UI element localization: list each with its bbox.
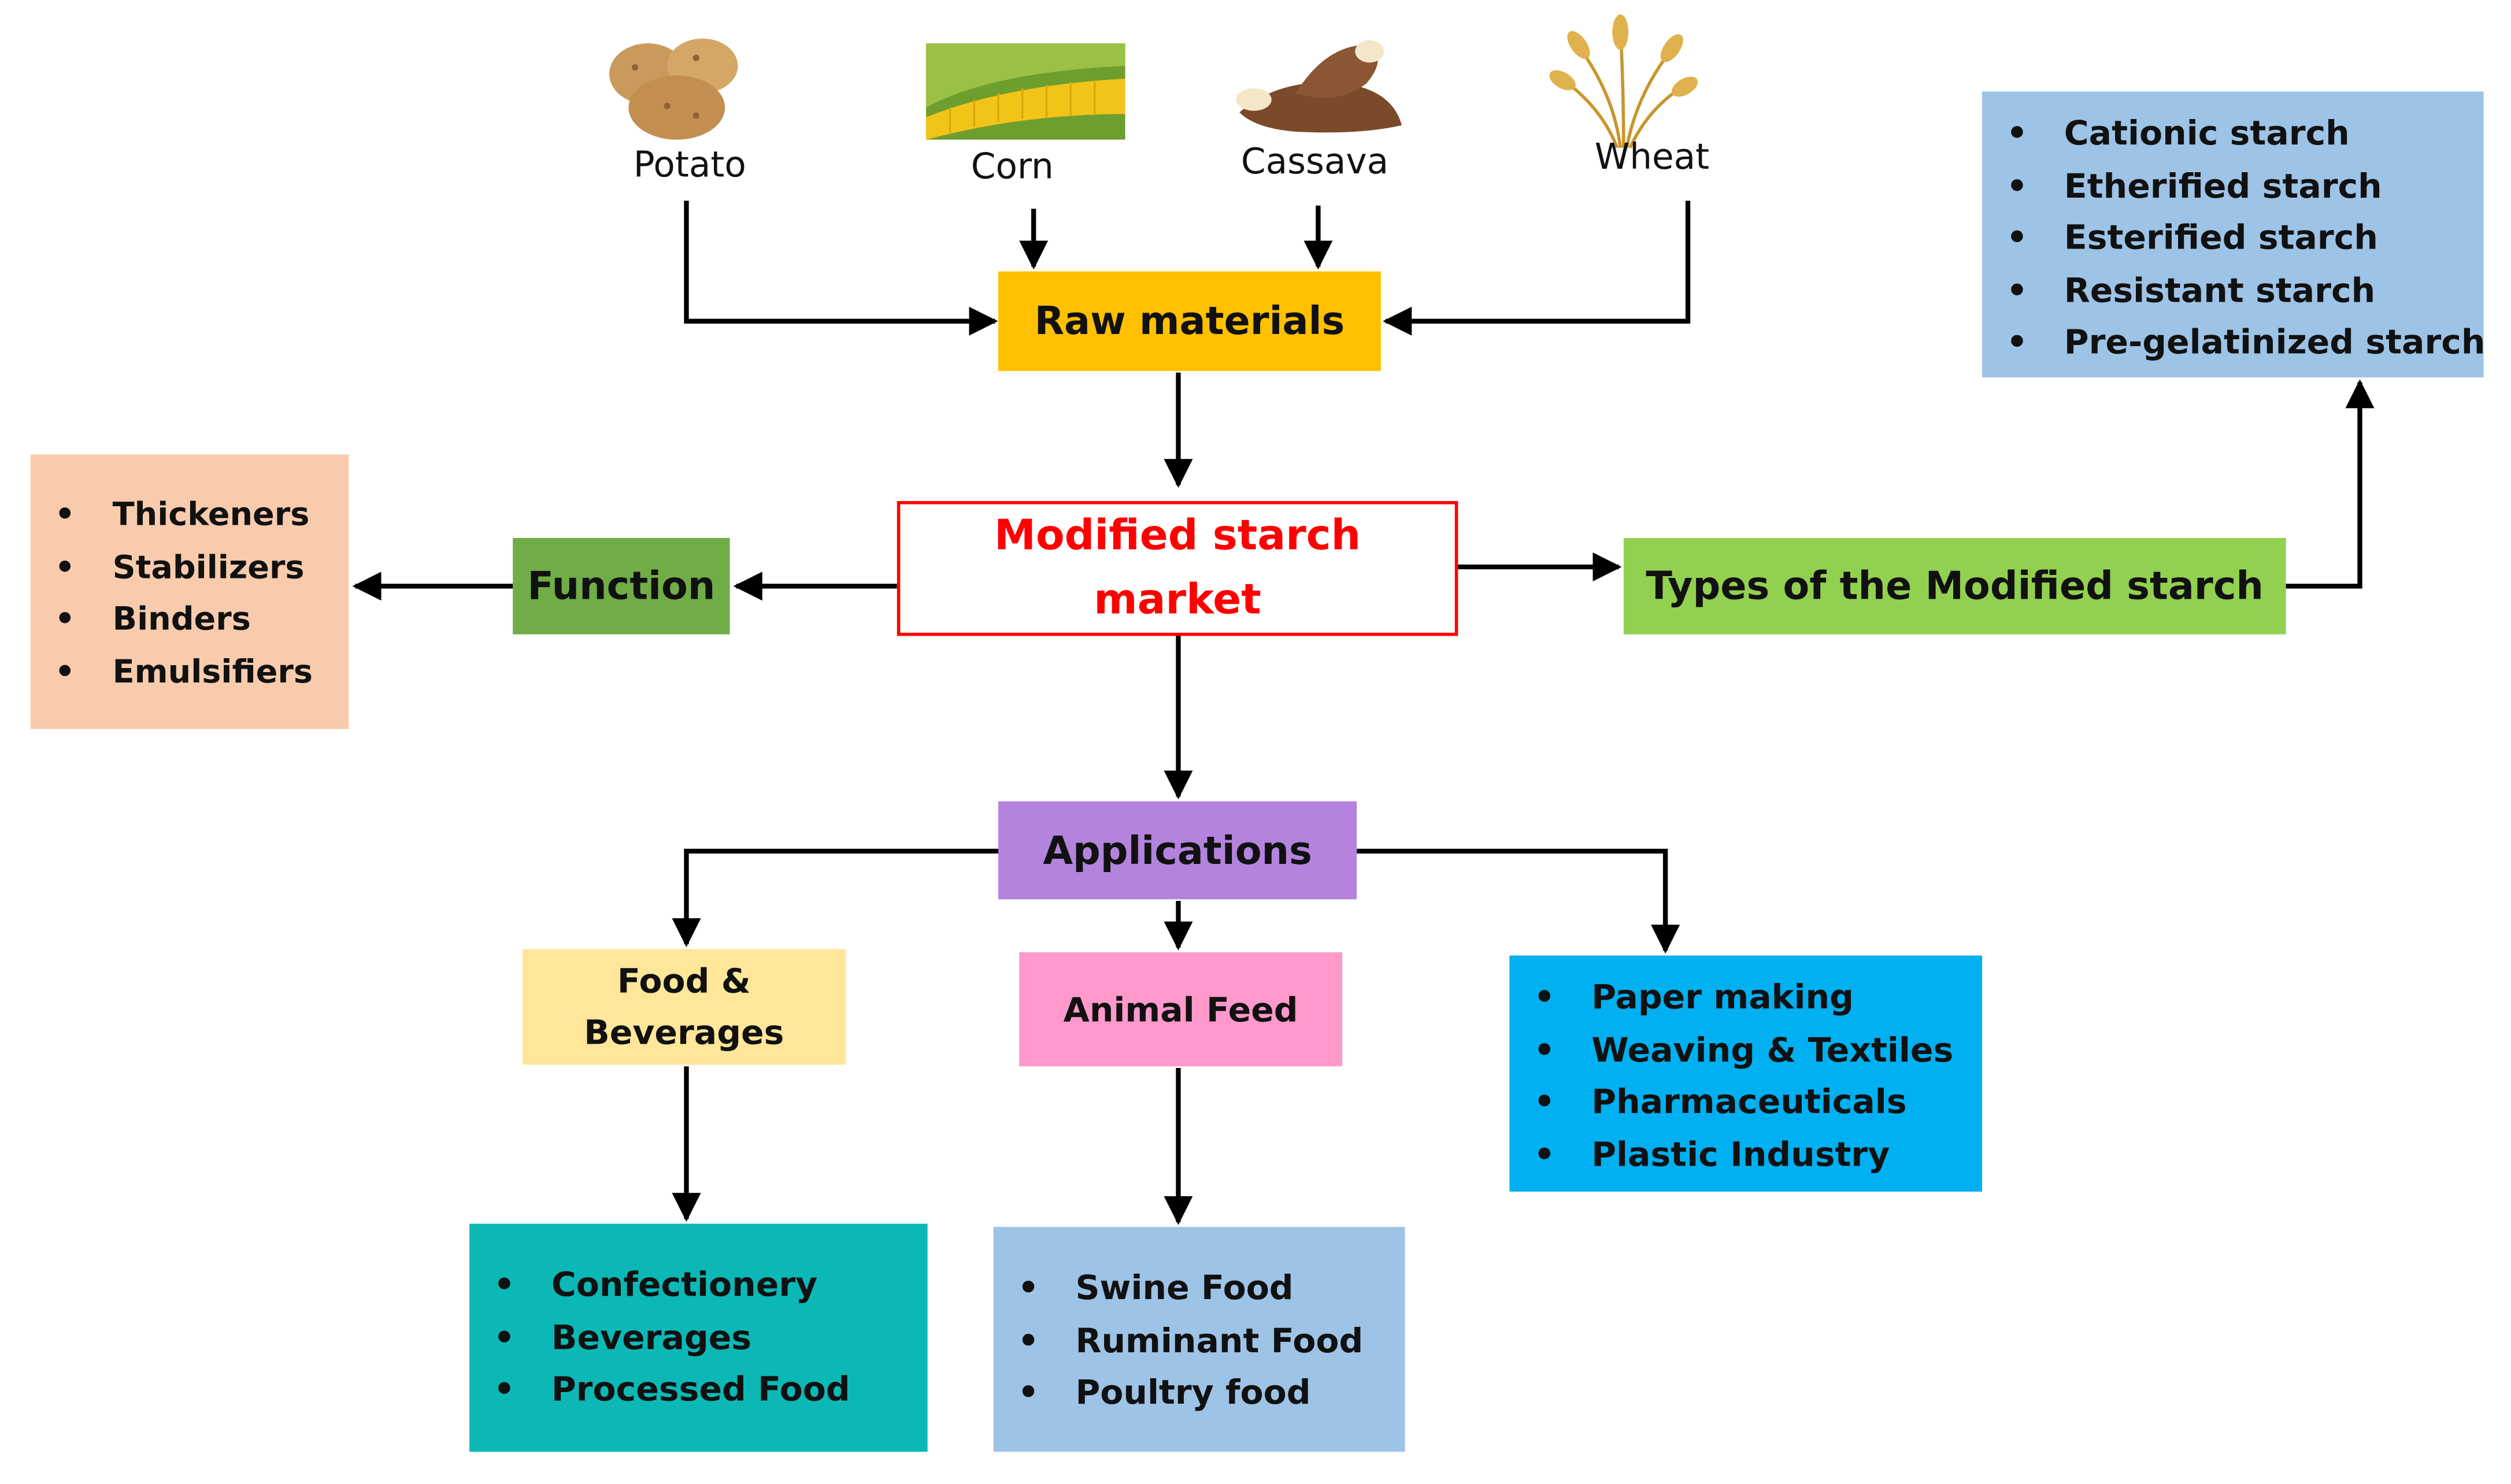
market-label-line2: market — [1094, 576, 1261, 625]
food-label-line1: Food & — [617, 962, 751, 1001]
industrial-list-item: Weaving & Textiles — [1534, 1024, 1982, 1076]
food-label-line2: Beverages — [584, 1013, 784, 1052]
industrial-list-item: Plastic Industry — [1534, 1128, 1982, 1180]
raw-materials-label: Raw materials — [1034, 298, 1345, 344]
wheat-icon — [1549, 14, 1698, 149]
feed-list-item: Swine Food — [1017, 1262, 1405, 1314]
feed-list-item: Poultry food — [1017, 1367, 1405, 1419]
functions-list-item: Emulsifiers — [55, 645, 349, 697]
food-list-item: Confectionery — [494, 1259, 928, 1311]
types-label: Types of the Modified starch — [1646, 563, 2264, 609]
feed-list: Swine Food Ruminant Food Poultry food — [993, 1227, 1405, 1452]
label-corn: Corn — [971, 147, 1054, 188]
types-list-item: Esterified starch — [2006, 212, 2484, 264]
arrow-applications-to-food — [672, 848, 999, 948]
types-list-item: Etherified starch — [2006, 160, 2484, 212]
animal-feed-box: Animal Feed — [1019, 952, 1343, 1067]
industrial-list: Paper making Weaving & Textiles Pharmace… — [1509, 955, 1982, 1192]
functions-list: Thickeners Stabilizers Binders Emulsifie… — [30, 454, 349, 729]
arrow-applications-to-industrial — [1357, 848, 1680, 954]
label-cassava: Cassava — [1240, 143, 1389, 183]
applications-box: Applications — [998, 801, 1357, 900]
label-wheat: Wheat — [1594, 138, 1710, 179]
food-list-item: Processed Food — [494, 1363, 928, 1415]
types-box: Types of the Modified starch — [1623, 537, 2286, 635]
potato-icon — [609, 38, 738, 140]
market-label-line1: Modified starch — [994, 512, 1361, 561]
market-box: Modified starch market — [897, 501, 1458, 636]
food-list-item: Beverages — [494, 1311, 928, 1363]
types-list-item: Resistant starch — [2006, 264, 2484, 316]
raw-materials-box: Raw materials — [998, 271, 1381, 371]
applications-label: Applications — [1043, 828, 1312, 873]
functions-list-item: Thickeners — [55, 488, 349, 540]
arrow-wheat-to-raw — [1383, 201, 1691, 336]
types-list: Cationic starch Etherified starch Esteri… — [1982, 91, 2486, 378]
feed-list-item: Ruminant Food — [1017, 1315, 1405, 1367]
function-label: Function — [527, 563, 716, 609]
arrow-potato-to-raw — [684, 201, 998, 336]
animal-feed-label: Animal Feed — [1063, 990, 1298, 1029]
function-box: Function — [513, 537, 730, 635]
corn-icon — [925, 43, 1125, 140]
cassava-icon — [1236, 40, 1402, 133]
functions-list-item: Stabilizers — [55, 540, 349, 592]
label-potato: Potato — [633, 146, 746, 187]
food-beverages-box: Food & Beverages — [522, 949, 846, 1065]
industrial-list-item: Paper making — [1534, 971, 1982, 1023]
food-list: Confectionery Beverages Processed Food — [469, 1223, 928, 1452]
types-list-item: Cationic starch — [2006, 107, 2484, 159]
industrial-list-item: Pharmaceuticals — [1534, 1076, 1982, 1128]
functions-list-item: Binders — [55, 592, 349, 644]
types-list-item: Pre-gelatinized starch — [2006, 316, 2486, 368]
arrow-types-to-list — [2286, 379, 2375, 589]
